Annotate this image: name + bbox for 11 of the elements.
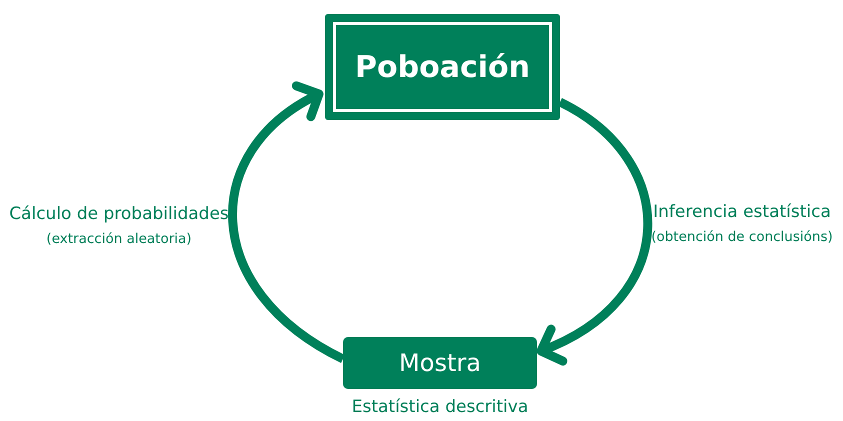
sub-caption: (extracción aleatoria) (45, 231, 193, 247)
sub-caption: (obtención de conclusións) (650, 229, 834, 245)
node-title: Mostra (399, 349, 481, 377)
population-box (325, 14, 560, 120)
node-title: Poboación (355, 50, 530, 84)
process-caption: Inferencia estatística (652, 202, 832, 222)
node-caption: Estatística descritiva (350, 397, 530, 417)
sample-box (343, 337, 537, 389)
curved-arrow (228, 83, 346, 363)
curved-arrow (536, 98, 652, 364)
process-caption: Cálculo de probabilidades (8, 204, 230, 224)
